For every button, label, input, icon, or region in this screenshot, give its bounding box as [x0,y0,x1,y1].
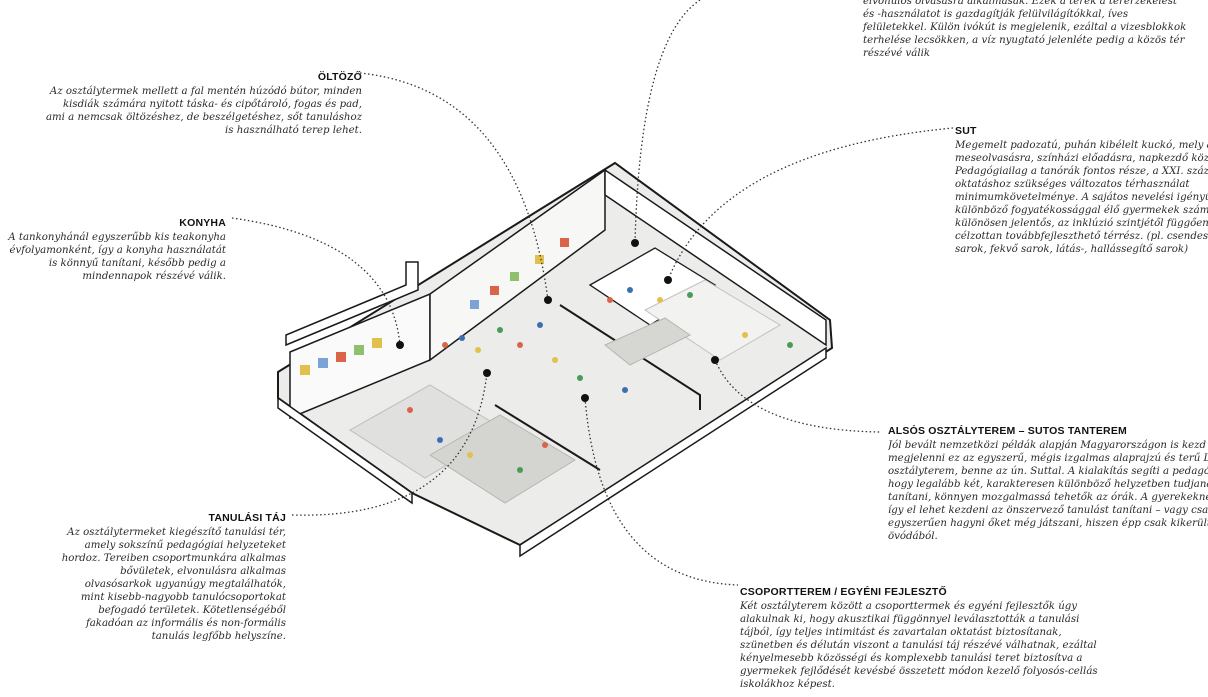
csoport-text: Két osztályterem között a csoporttermek … [740,601,1098,690]
person [517,467,523,473]
person [742,332,748,338]
building-axonometric [277,161,834,558]
artwork [318,358,328,368]
artwork [560,238,569,247]
artwork [470,300,479,309]
sut-platform [588,247,717,326]
person [517,342,523,348]
person [577,375,583,381]
leader-dots [396,239,719,402]
sut-block: SUT Megemelt padozatú, puhán kibélelt ku… [955,125,1208,256]
person [442,342,448,348]
csoport-block: CSOPORTTEREM / EGYÉNI FEJLESZTŐ Két oszt… [740,586,1100,691]
left-front-wall [277,396,413,505]
also-text: Jól bevált nemzetközi példák alapján Mag… [888,440,1208,542]
left-wall [285,261,419,347]
person [407,407,413,413]
marker-konyha [396,341,404,349]
front-wall [519,346,827,558]
rug-area-3 [644,279,781,361]
leader-csoport [584,397,739,586]
oltozo-text: Az osztálytermek mellett a fal mentén hú… [45,86,362,136]
wall-artworks [300,238,569,375]
interior-partition-2 [494,404,601,471]
person [627,287,633,293]
oltozo-block: ÖLTÖZŐ Az osztálytermek mellett a fal me… [40,71,362,137]
person [467,452,473,458]
oltozo-title: ÖLTÖZŐ [317,71,362,83]
top-description-text: elvonulós olvasásra alkalmasak. Ezek a t… [863,0,1187,59]
konyha-block: KONYHA A tankonyhánál egyszerűbb kis tea… [0,217,226,283]
person [657,297,663,303]
konyha-text: A tankonyhánál egyszerűbb kis teakonyha … [8,232,226,282]
artwork [354,345,364,355]
artwork [510,272,519,281]
artwork [300,365,310,375]
tanulasi-text: Az osztálytermeket kiegészítő tanulási t… [61,527,286,642]
also-block: ALSÓS OSZTÁLYTEREM – SUTOS TANTEREM Jól … [888,425,1208,543]
artwork [535,255,544,264]
people-figures [407,287,793,473]
konyha-title: KONYHA [179,217,226,229]
artwork [372,338,382,348]
right-wall [604,168,827,347]
leader-lines [231,0,954,586]
marker-sut [664,276,672,284]
person [622,387,628,393]
marker-top [631,239,639,247]
rug-area-2 [429,414,576,504]
sut-text: Megemelt padozatú, puhán kibélelt kuckó,… [955,140,1208,255]
top-description-block: elvonulós olvasásra alkalmasak. Ezek a t… [863,0,1208,60]
interior-partition [559,304,701,410]
person [552,357,558,363]
marker-tanulasi [483,369,491,377]
leader-oltozo [359,72,549,301]
person [437,437,443,443]
artwork [490,286,499,295]
csoport-title: CSOPORTTEREM / EGYÉNI FEJLESZTŐ [740,586,947,598]
person [475,347,481,353]
person [537,322,543,328]
artwork [336,352,346,362]
person [497,327,503,333]
sut-title: SUT [955,125,977,137]
also-title: ALSÓS OSZTÁLYTEREM – SUTOS TANTEREM [888,425,1127,437]
person [787,342,793,348]
person [607,297,613,303]
marker-also [711,356,719,364]
person [459,335,465,341]
tanulasi-block: TANULÁSI TÁJ Az osztálytermeket kiegészí… [40,512,286,643]
leader-tanulasi [291,372,488,516]
person [542,442,548,448]
person [687,292,693,298]
marker-oltozo [544,296,552,304]
back-wall [429,168,606,362]
marker-csoport [581,394,589,402]
rug-area-4 [604,317,691,366]
tanulasi-title: TANULÁSI TÁJ [208,512,286,524]
